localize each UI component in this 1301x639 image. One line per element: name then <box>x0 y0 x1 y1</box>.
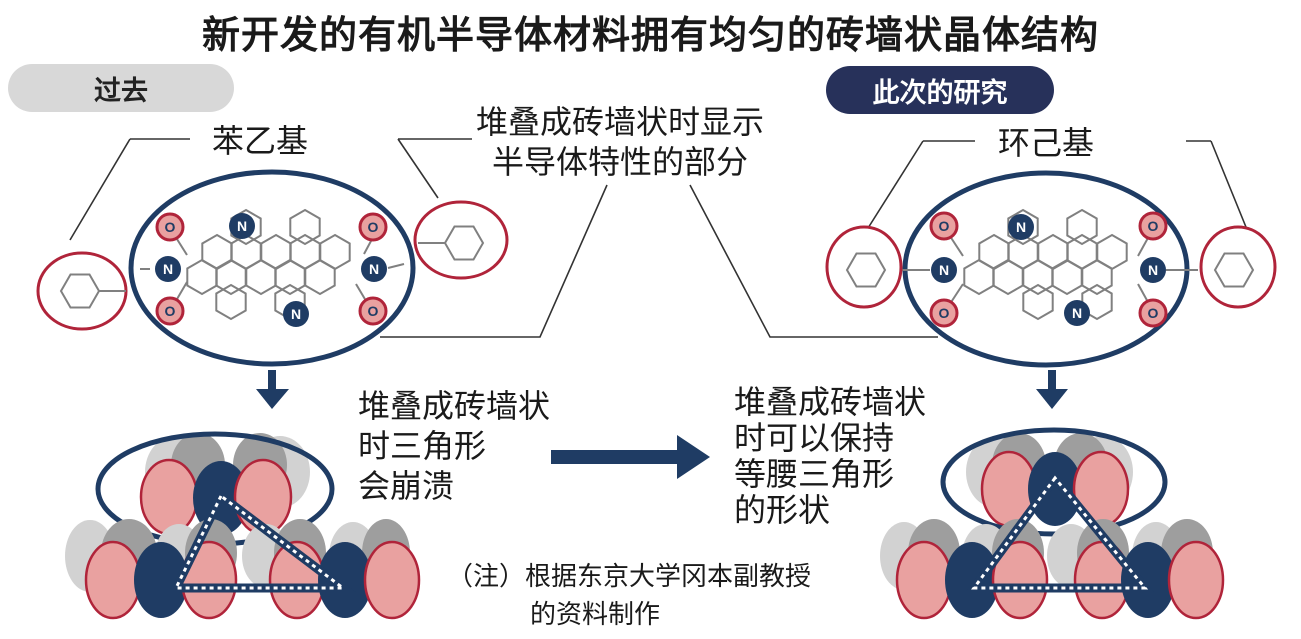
left-nitrogen-atoms <box>155 213 387 327</box>
right-nitrogen-atoms <box>931 214 1166 326</box>
atom-label-o: O <box>939 305 950 321</box>
left-molecule-ellipse <box>128 169 416 367</box>
left-oxygen-atoms <box>155 212 388 326</box>
left-upper-ring <box>413 200 509 280</box>
atom-label-o: O <box>165 219 176 235</box>
left-description-line3: 会崩溃 <box>358 467 455 505</box>
left-packing <box>65 431 421 620</box>
connector-lines <box>69 138 1249 338</box>
atom-label-o: O <box>368 219 379 235</box>
right-description-line2: 时可以保持 <box>734 419 895 457</box>
atom-label-n: N <box>163 261 173 277</box>
right-packing <box>880 427 1225 620</box>
right-description-line1: 堆叠成砖墙状 <box>734 383 927 421</box>
atom-label-n: N <box>1148 262 1158 278</box>
big-right-arrow <box>551 435 710 479</box>
semiconductor-part-label-line2: 半导体特性的部分 <box>492 143 749 181</box>
left-molecule <box>36 169 509 367</box>
atom-label-o: O <box>1148 218 1159 234</box>
left-description-line2: 时三角形 <box>358 427 487 465</box>
atom-label-o: O <box>1148 305 1159 321</box>
past-badge: 过去 <box>8 64 234 112</box>
atom-label-o: O <box>165 303 176 319</box>
semiconductor-part-label-line1: 堆叠成砖墙状时显示 <box>476 103 765 141</box>
atom-label-o: O <box>939 218 950 234</box>
atom-label-n: N <box>1016 219 1026 235</box>
source-note-line2: 的资料制作 <box>530 600 661 630</box>
source-note-line1: （注）根据东京大学冈本副教授 <box>447 562 812 592</box>
right-description-line3: 等腰三角形 <box>734 455 895 493</box>
phenethyl-label: 苯乙基 <box>212 122 309 160</box>
atom-label-n: N <box>237 218 247 234</box>
atom-label-n: N <box>939 262 949 278</box>
atom-letters: O O O O N N N N O O O O N N N N <box>163 218 1159 322</box>
atom-label-n: N <box>1072 305 1082 321</box>
down-arrows <box>256 370 1068 409</box>
right-molecule <box>825 170 1277 368</box>
right-left-ring <box>825 225 903 309</box>
right-description-line4: 的形状 <box>734 491 831 529</box>
current-study-badge: 此次的研究 <box>826 66 1054 114</box>
atom-label-n: N <box>369 261 379 277</box>
right-right-ring <box>1199 225 1277 309</box>
atom-label-o: O <box>368 303 379 319</box>
right-oxygen-atoms <box>929 211 1168 328</box>
cyclohexyl-label: 环己基 <box>998 124 1095 162</box>
atom-label-n: N <box>291 306 301 322</box>
left-description-line1: 堆叠成砖墙状 <box>358 387 551 425</box>
page-title: 新开发的有机半导体材料拥有均匀的砖墙状晶体结构 <box>201 13 1099 57</box>
